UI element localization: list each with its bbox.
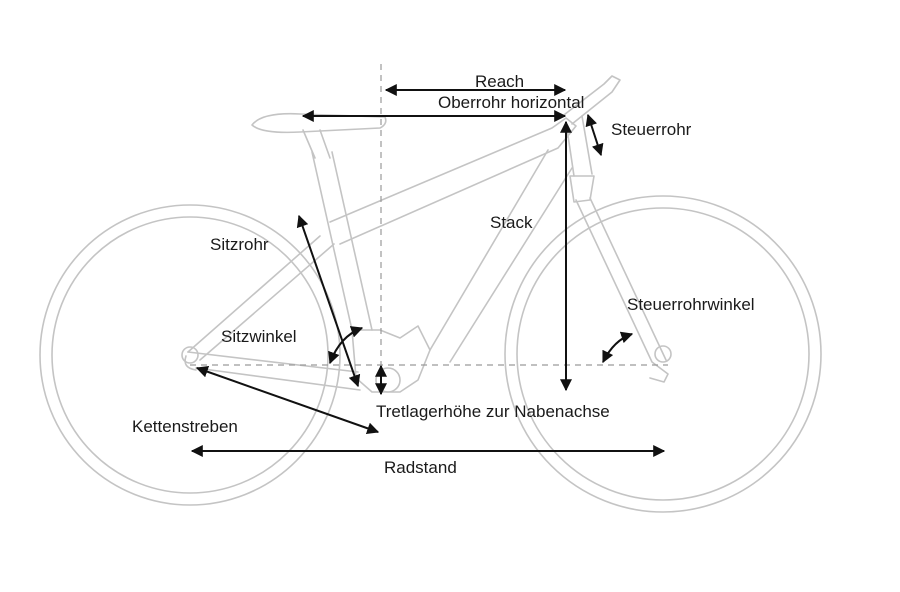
seat-tube-label: Sitzrohr	[210, 235, 269, 254]
head-angle-label: Steuerrohrwinkel	[627, 295, 755, 314]
seat-angle-label: Sitzwinkel	[221, 327, 297, 346]
top-tube-label: Oberrohr horizontal	[438, 93, 584, 112]
wheelbase-label: Radstand	[384, 458, 457, 477]
rear-wheel	[39, 204, 341, 506]
chainstay-label: Kettenstreben	[132, 417, 238, 436]
front-wheel	[504, 195, 822, 513]
chainstay-arrow	[195, 365, 380, 435]
bb-drop-label: Tretlagerhöhe zur Nabenachse	[376, 402, 610, 421]
seat-angle-arc	[328, 326, 364, 365]
head-angle-arc	[602, 331, 634, 364]
stack-label: Stack	[490, 213, 533, 232]
head-tube-label: Steuerrohr	[611, 120, 692, 139]
head-tube-arrow	[585, 113, 604, 157]
reach-label: Reach	[475, 72, 524, 91]
